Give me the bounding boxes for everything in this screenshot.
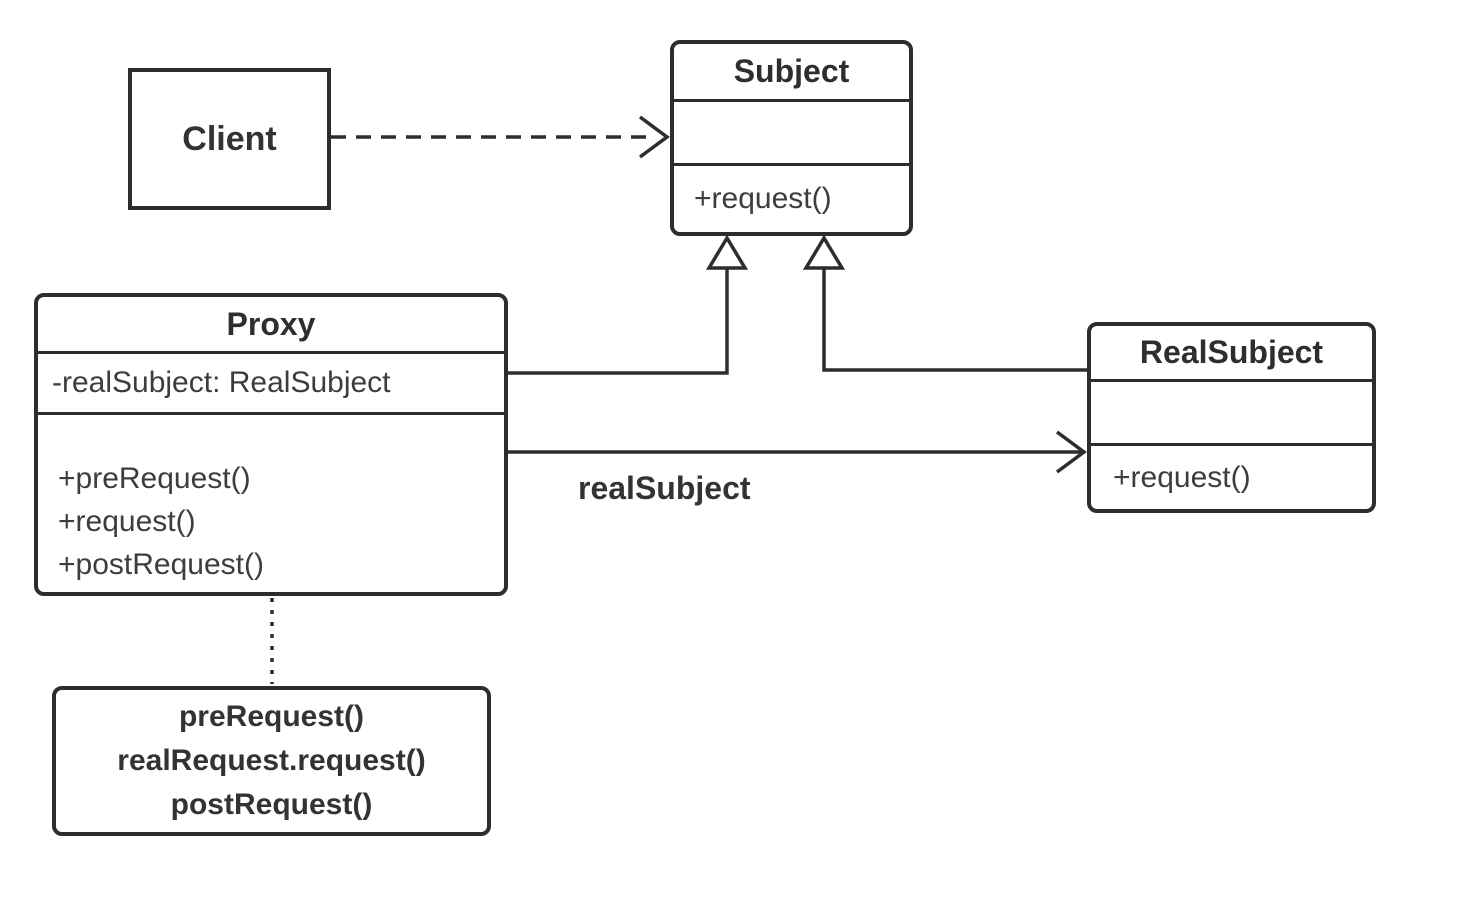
proxy-methods-compartment: +preRequest() +request() +postRequest(): [38, 415, 504, 592]
association-label: realSubject: [578, 470, 751, 506]
realsubject-method: +request(): [1113, 460, 1251, 494]
generalization-arrow-realsubject-subject: [802, 234, 1087, 372]
dependency-arrow-client-subject: [331, 115, 670, 159]
subject-attributes-compartment: [674, 102, 909, 166]
realsubject-title: RealSubject: [1091, 326, 1372, 382]
proxy-method: +preRequest(): [58, 462, 251, 495]
proxy-method: +request(): [58, 505, 196, 538]
class-box-client: Client: [128, 68, 331, 210]
proxy-title: Proxy: [38, 297, 504, 354]
subject-methods-compartment: +request(): [674, 166, 909, 232]
proxy-method: +postRequest(): [58, 548, 264, 581]
association-arrow-proxy-realsubject: [508, 430, 1087, 474]
proxy-attribute: -realSubject: RealSubject: [52, 366, 391, 399]
subject-title: Subject: [674, 44, 909, 102]
proxy-attributes-compartment: -realSubject: RealSubject: [38, 354, 504, 415]
realsubject-attributes-compartment: [1091, 382, 1372, 446]
subject-method: +request(): [694, 182, 832, 215]
class-box-realsubject: RealSubject +request(): [1087, 322, 1376, 513]
client-title: Client: [182, 119, 277, 158]
note-line: realRequest.request(): [117, 744, 426, 777]
generalization-arrow-proxy-subject: [508, 234, 749, 375]
note-line: postRequest(): [170, 788, 373, 821]
note-box: preRequest() realRequest.request() postR…: [52, 686, 491, 836]
class-box-subject: Subject +request(): [670, 40, 913, 236]
note-line: preRequest(): [178, 700, 365, 733]
class-box-proxy: Proxy -realSubject: RealSubject +preRequ…: [34, 293, 508, 596]
realsubject-methods-compartment: +request(): [1091, 446, 1372, 509]
